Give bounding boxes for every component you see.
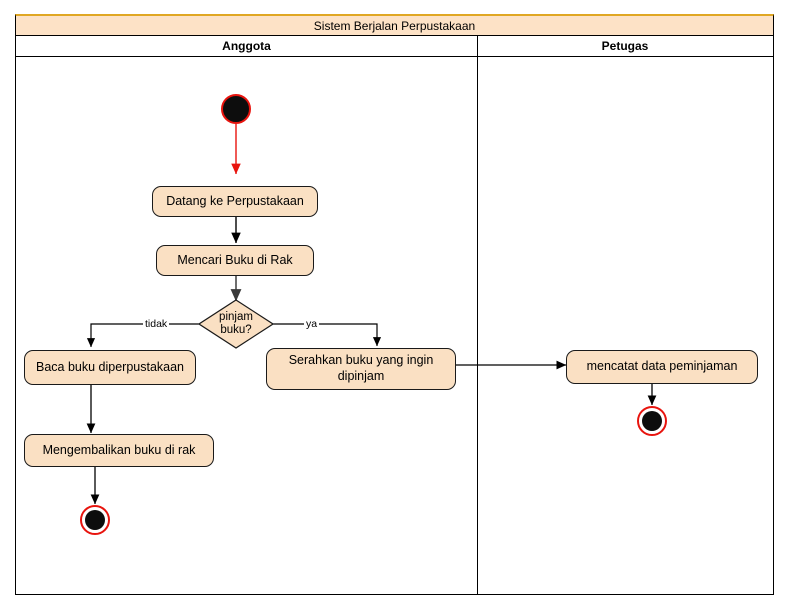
- swimlane-label-petugas: Petugas: [601, 39, 649, 53]
- activity-label: Mengembalikan buku di rak: [42, 442, 196, 457]
- swimlane-divider: [477, 36, 478, 594]
- activity-label: Baca buku diperpustakaan: [35, 359, 185, 374]
- decision-diamond-shape: [198, 299, 274, 349]
- activity-mengembalikan-buku-di-rak[interactable]: Mengembalikan buku di rak: [24, 434, 214, 467]
- diagram-frame: [15, 14, 774, 595]
- edge-label-tidak: tidak: [143, 318, 170, 330]
- activity-label: Serahkan buku yang ingin dipinjam: [289, 353, 434, 384]
- swimlane-label-anggota: Anggota: [222, 39, 271, 53]
- diagram-title-bar: Sistem Berjalan Perpustakaan: [15, 14, 774, 36]
- activity-label-line2: dipinjam: [337, 369, 385, 383]
- activity-label: Datang ke Perpustakaan: [166, 193, 304, 208]
- activity-label: mencatat data peminjaman: [586, 359, 738, 374]
- activity-label: Mencari Buku di Rak: [177, 252, 293, 267]
- activity-baca-buku-diperpustakaan[interactable]: Baca buku diperpustakaan: [24, 350, 196, 385]
- decision-pinjam-buku[interactable]: pinjam buku?: [198, 299, 274, 349]
- activity-mencari-buku-di-rak[interactable]: Mencari Buku di Rak: [156, 245, 314, 276]
- activity-label-line1: Serahkan buku yang ingin: [288, 353, 434, 368]
- initial-node-start[interactable]: [221, 94, 251, 124]
- activity-mencatat-data-peminjaman[interactable]: mencatat data peminjaman: [566, 350, 758, 384]
- final-node-anggota[interactable]: [80, 505, 110, 535]
- swimlane-header-anggota: Anggota: [16, 36, 477, 57]
- swimlane-header-petugas: Petugas: [477, 36, 773, 57]
- activity-datang-ke-perpustakaan[interactable]: Datang ke Perpustakaan: [152, 186, 318, 217]
- page-title: Sistem Berjalan Perpustakaan: [313, 18, 476, 33]
- activity-serahkan-buku-yang-ingin-dipinjam[interactable]: Serahkan buku yang ingin dipinjam: [266, 348, 456, 390]
- edge-label-ya: ya: [304, 318, 320, 330]
- final-node-petugas[interactable]: [637, 406, 667, 436]
